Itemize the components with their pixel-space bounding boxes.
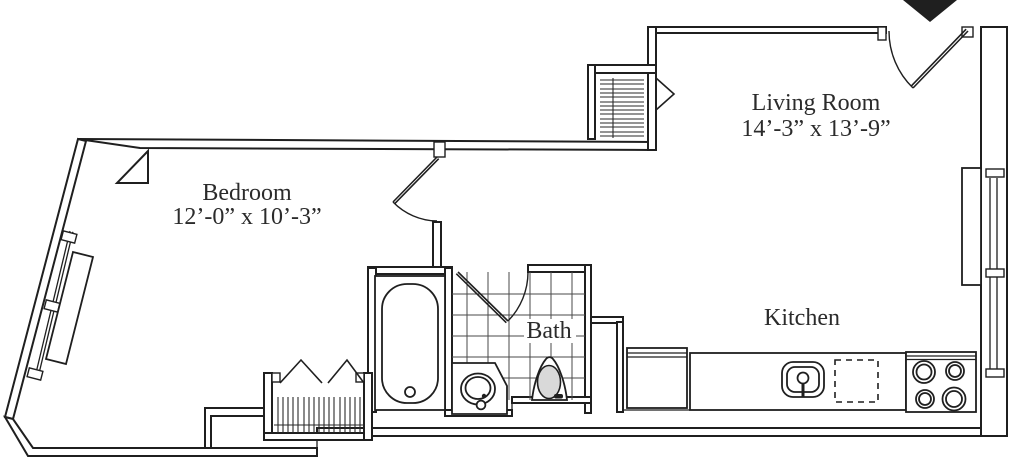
refrigerator	[626, 347, 688, 409]
wall-tub-right	[444, 267, 453, 417]
burner	[945, 390, 963, 408]
wall-door-stub	[432, 221, 442, 269]
sink-faucet	[475, 399, 487, 411]
window-mullion	[985, 168, 1005, 178]
closet-shelf-hatch	[274, 397, 364, 433]
wall-closet-left	[587, 64, 596, 140]
sink-drain	[481, 393, 487, 399]
kitchen-sink	[781, 361, 825, 398]
burner	[915, 363, 933, 381]
entrance-arrow-icon	[903, 0, 957, 22]
window-mullion	[26, 367, 44, 381]
tub-drain	[404, 386, 416, 398]
bifold-door-left	[279, 358, 323, 384]
burner	[918, 392, 932, 406]
wall-top-living	[649, 26, 887, 34]
living-room-dimensions: 14’-3” x 13’-9”	[741, 116, 890, 142]
bath-door	[455, 271, 529, 324]
burner	[948, 364, 962, 378]
bifold-closet	[271, 358, 365, 433]
wall-top-bedroom	[77, 138, 654, 152]
room-labels: Bedroom 12’-0” x 10’-3” Living Room 14’-…	[172, 90, 890, 344]
toilet	[530, 356, 569, 401]
living-room-window	[985, 168, 1005, 378]
wall-bottom-right	[316, 427, 1007, 437]
entry-door	[877, 26, 974, 89]
radiator-enclosure	[961, 167, 982, 286]
wall-tub-top	[367, 266, 453, 275]
dishwasher	[834, 359, 879, 403]
hall-closet	[600, 78, 644, 138]
wall-bifold-right	[363, 372, 373, 441]
wall-right	[980, 26, 1008, 437]
toilet-bowl	[536, 364, 562, 400]
wall-bifold-bottom	[263, 432, 373, 441]
door-jamb	[433, 141, 446, 158]
living-room-label: Living Room	[752, 90, 881, 116]
wall-bath-right	[584, 264, 592, 414]
bedroom-window	[26, 230, 78, 381]
bedroom-label: Bedroom	[202, 180, 292, 206]
bath-label-bg	[524, 319, 576, 343]
corner-column	[114, 148, 149, 184]
wall-bedroom-bottom	[204, 407, 265, 449]
bedroom-dimensions: 12’-0” x 10’-3”	[172, 204, 321, 230]
door-jamb	[877, 26, 887, 41]
faucet-stem	[801, 383, 805, 397]
wall-closet-right	[647, 26, 657, 151]
bifold-door-right	[327, 358, 365, 384]
toilet-tank	[554, 394, 563, 399]
kitchen-label: Kitchen	[764, 305, 840, 331]
vanity-sink	[451, 362, 508, 415]
window-mullion	[985, 368, 1005, 378]
sink-faucet	[796, 371, 810, 385]
walls	[2, 26, 1008, 457]
wall-bath-jog	[590, 316, 624, 324]
wall-kitchen-left	[616, 321, 624, 413]
wall-closet-top	[587, 64, 657, 74]
wall-bifold-left	[263, 372, 273, 441]
window-mullion	[985, 268, 1005, 278]
range-burners	[905, 351, 977, 413]
bath-label: Bath	[526, 318, 571, 344]
bedroom-radiator-enclosure	[44, 250, 95, 366]
window-mullion	[60, 230, 78, 244]
closet-door-chevron	[655, 77, 676, 111]
bathtub	[374, 275, 446, 411]
wall-bath-top	[527, 264, 592, 273]
bedroom-door	[392, 141, 446, 222]
closet-jamb	[271, 372, 281, 383]
